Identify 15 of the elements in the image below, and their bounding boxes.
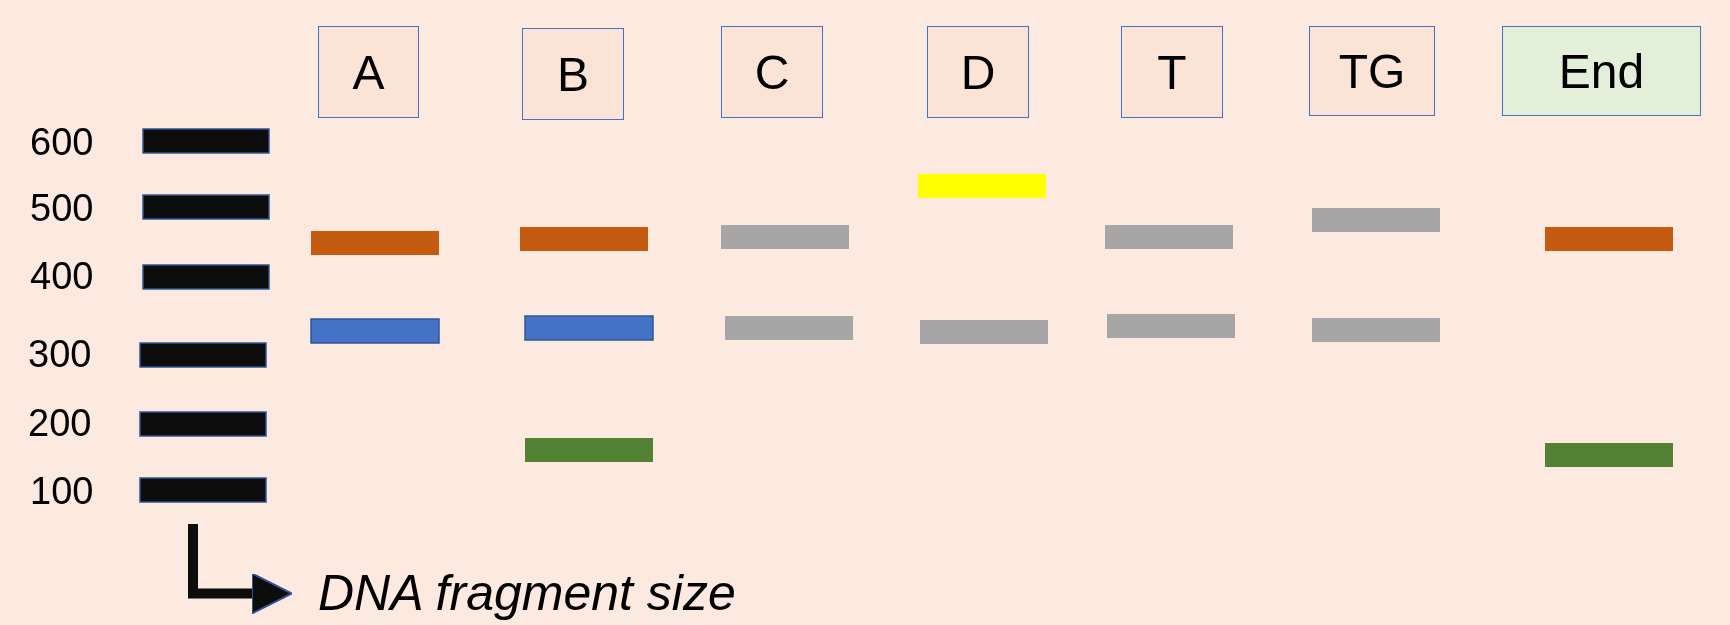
arrow	[188, 524, 293, 615]
lane-label-box: C	[721, 26, 823, 118]
size-label: 500	[30, 189, 94, 227]
size-label: 100	[30, 472, 94, 510]
size-label: 600	[30, 123, 94, 161]
axis-caption: DNA fragment size	[318, 566, 736, 621]
lane-label-box: A	[318, 26, 419, 118]
size-label: 400	[30, 257, 94, 295]
size-label: 300	[28, 335, 92, 373]
lane-label-box: TG	[1309, 26, 1435, 116]
lane-label-box: B	[522, 28, 624, 120]
lane-label-box: D	[927, 26, 1029, 118]
size-label: 200	[28, 404, 92, 442]
lane-label-box: T	[1121, 26, 1223, 118]
lane-label-box: End	[1502, 26, 1701, 116]
